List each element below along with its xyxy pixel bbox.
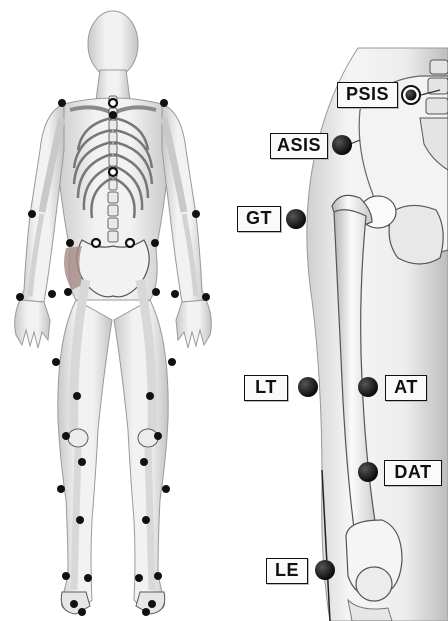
marker-dot (73, 392, 81, 400)
lt-marker (298, 377, 318, 397)
marker-dot (62, 572, 70, 580)
marker-dot (70, 600, 78, 608)
marker-dot (78, 608, 86, 616)
le-marker (315, 560, 335, 580)
marker-dot (142, 516, 150, 524)
marker-dot (28, 210, 36, 218)
ring-marker-icon (109, 168, 117, 176)
marker-dot (84, 574, 92, 582)
ring-marker-icon (92, 239, 100, 247)
marker-dot (76, 516, 84, 524)
label-psis: PSIS (337, 82, 398, 108)
full-body-figure (15, 11, 212, 616)
psis-marker-core (406, 90, 417, 101)
marker-dot (142, 608, 150, 616)
marker-dot (202, 293, 210, 301)
marker-dot (140, 458, 148, 466)
label-dat: DAT (384, 460, 442, 486)
marker-dot (154, 432, 162, 440)
ring-marker-icon (126, 239, 134, 247)
marker-dot (62, 432, 70, 440)
marker-dot (146, 392, 154, 400)
marker-dot (154, 572, 162, 580)
marker-dot (160, 99, 168, 107)
marker-dot (64, 288, 72, 296)
patella (356, 567, 392, 601)
gt-marker (286, 209, 306, 229)
label-lt: LT (244, 375, 288, 401)
marker-dot (109, 111, 117, 119)
marker-dot (148, 600, 156, 608)
marker-dot (135, 574, 143, 582)
at-marker (358, 377, 378, 397)
label-gt: GT (237, 206, 281, 232)
marker-dot (152, 288, 160, 296)
marker-dot (48, 290, 56, 298)
label-le: LE (266, 558, 308, 584)
marker-dot (16, 293, 24, 301)
ring-marker-icon (109, 99, 117, 107)
label-at: AT (385, 375, 427, 401)
dat-marker (358, 462, 378, 482)
marker-dot (162, 485, 170, 493)
marker-dot (78, 458, 86, 466)
marker-dot (151, 239, 159, 247)
marker-dot (192, 210, 200, 218)
asis-marker (332, 135, 352, 155)
label-asis: ASIS (270, 133, 328, 159)
marker-dot (58, 99, 66, 107)
marker-dot (66, 239, 74, 247)
marker-dot (57, 485, 65, 493)
marker-dot (52, 358, 60, 366)
marker-dot (168, 358, 176, 366)
marker-dot (171, 290, 179, 298)
